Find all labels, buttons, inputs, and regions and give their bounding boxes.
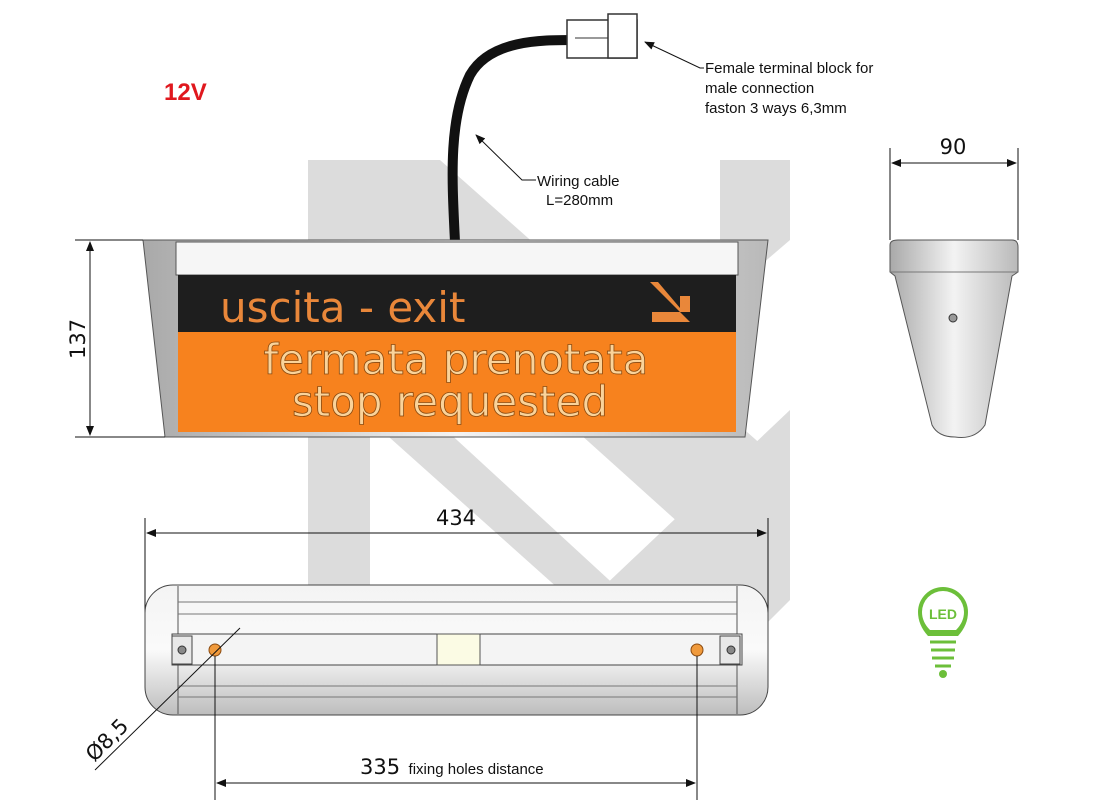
fixing-hole-right — [690, 643, 704, 657]
wiring-cable — [447, 35, 576, 243]
arrow-down-right-icon — [650, 282, 690, 322]
holes-distance-dimension — [214, 656, 698, 800]
side-view — [889, 148, 1019, 438]
screw-icon — [177, 645, 187, 655]
led-bulb-icon: LED — [918, 587, 968, 678]
depth-value: 90 — [940, 135, 967, 159]
connector-note-line2: male connection — [705, 80, 814, 97]
screw-icon — [948, 313, 958, 323]
sign-line2: fermata prenotata — [264, 335, 649, 384]
holes-distance-label: fixing holes distance — [409, 761, 544, 778]
front-view: uscita - exit fermata prenotata stop req… — [142, 239, 769, 438]
sign-line3: stop requested — [292, 377, 608, 426]
connector-note-line3: faston 3 ways 6,3mm — [705, 100, 847, 117]
terminal-connector — [566, 13, 638, 59]
holes-distance-value: 335 — [360, 755, 400, 779]
length-value: 434 — [436, 506, 476, 530]
sign-exit-text: uscita - exit — [220, 283, 465, 332]
holes-distance: 335 fixing holes distance — [360, 755, 544, 779]
connector-note-line1: Female terminal block for — [705, 60, 873, 77]
cable-note-line1: Wiring cable — [537, 173, 620, 190]
screw-icon — [726, 645, 736, 655]
height-value: 137 — [66, 319, 90, 359]
height-dimension — [75, 239, 165, 438]
bottom-view — [94, 584, 769, 771]
cable-note-line2: L=280mm — [546, 192, 613, 209]
led-badge-text: LED — [929, 606, 957, 622]
fixing-hole-left — [208, 643, 222, 657]
voltage-label: 12V — [164, 79, 207, 106]
